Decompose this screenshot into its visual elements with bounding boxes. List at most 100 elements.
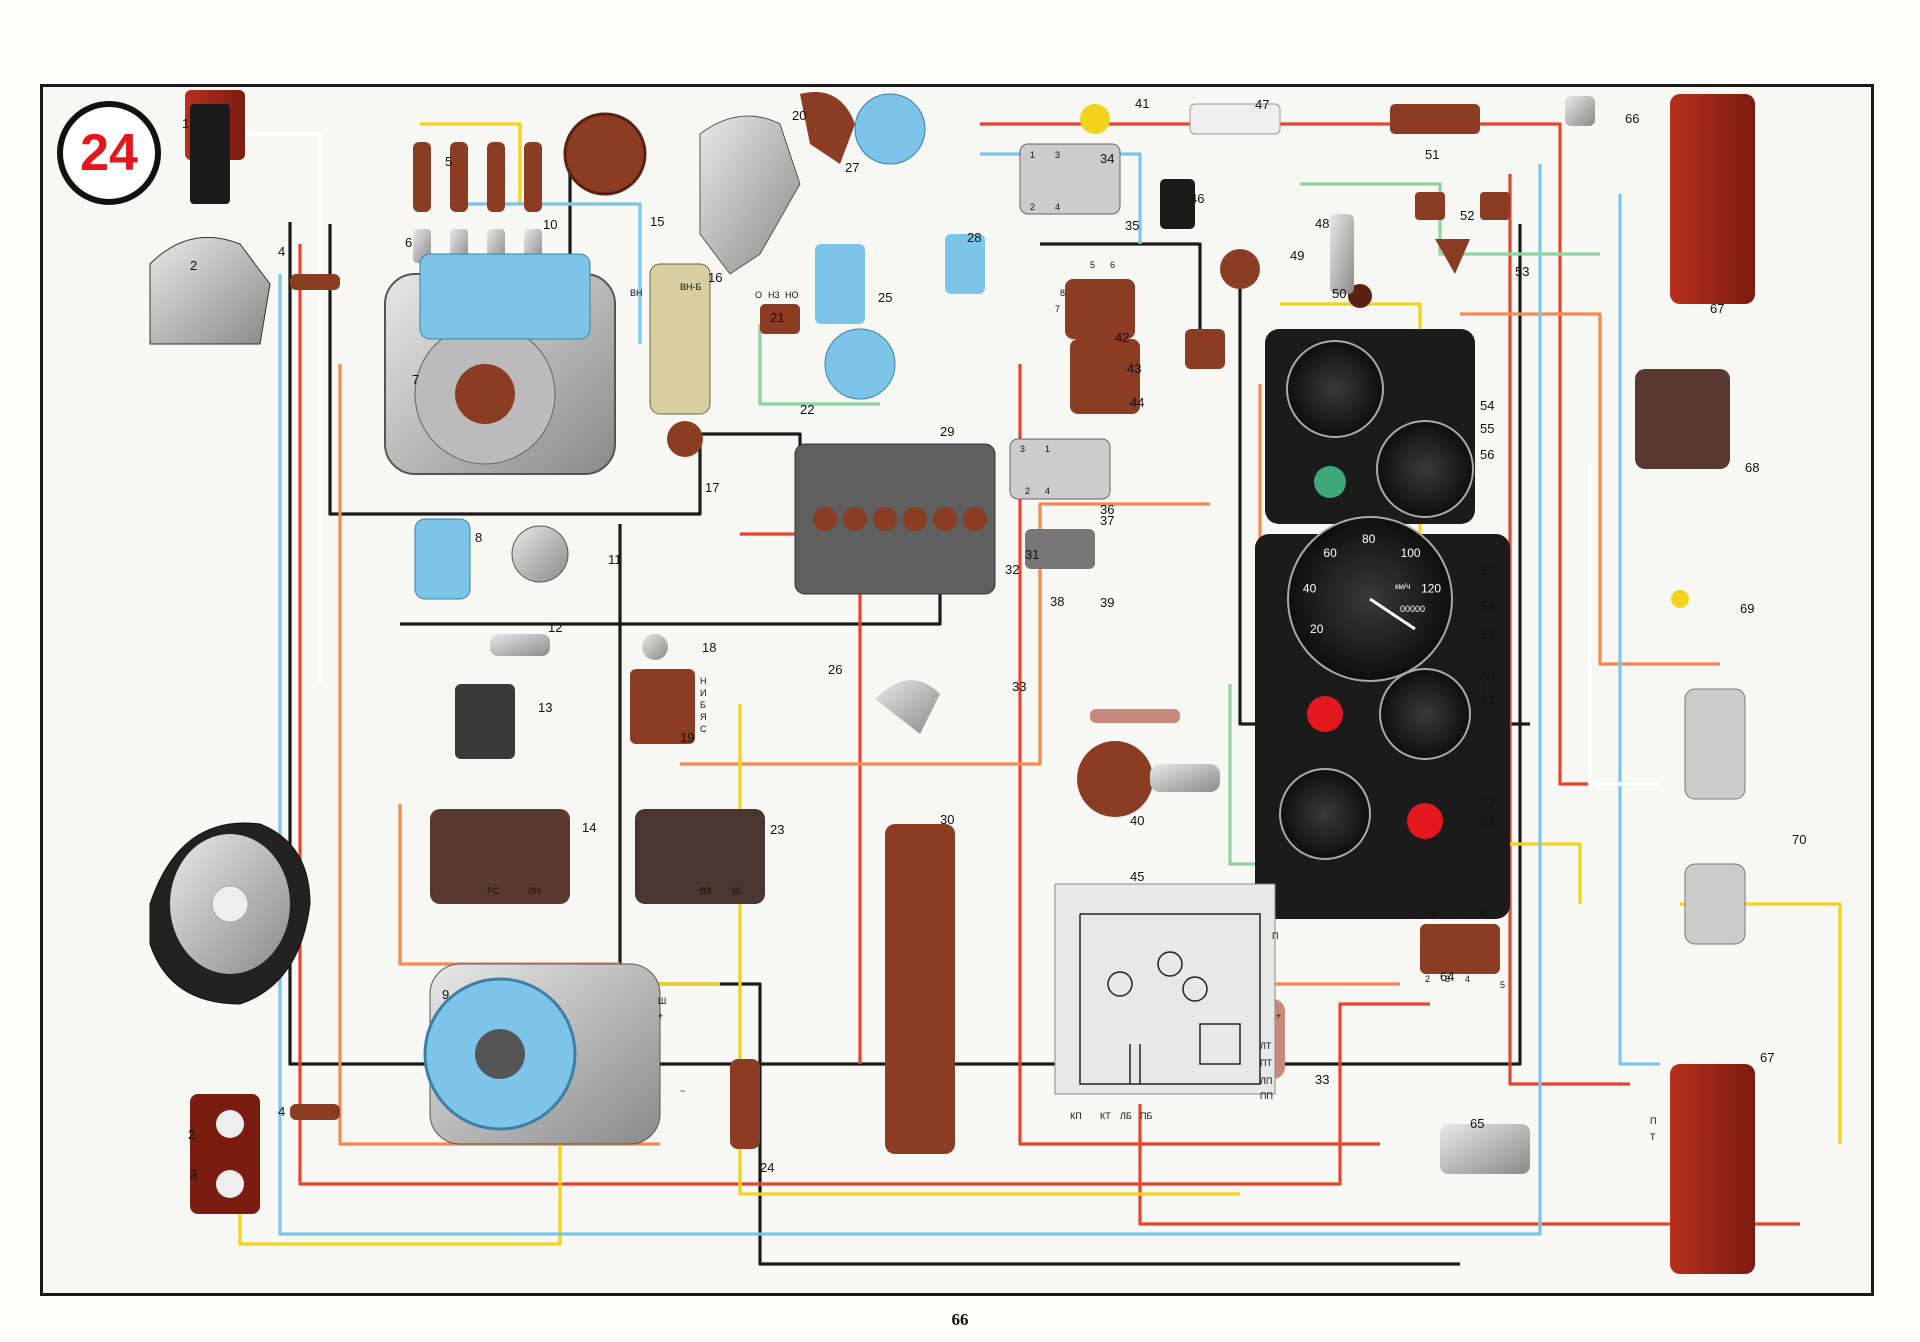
headlamp-bulb — [211, 885, 249, 923]
relay-13 — [455, 684, 515, 759]
warning-lamp-green — [1314, 466, 1346, 498]
callout-7: 7 — [412, 372, 419, 387]
callout-68: 68 — [1745, 460, 1759, 475]
wire-white — [1588, 464, 1660, 786]
callout-37: 37 — [1100, 513, 1114, 528]
terminal-label: Н3 — [768, 290, 780, 300]
speed-mark: 60 — [1323, 546, 1337, 560]
terminal-label: 8 — [1060, 288, 1065, 298]
callout-62: 62 — [1480, 795, 1494, 810]
relay-25 — [815, 244, 865, 324]
motor-27 — [854, 93, 926, 165]
terminal-label: 5 — [1500, 980, 1505, 990]
switch-37 — [1025, 529, 1095, 569]
terminal-label: 2 — [1425, 974, 1430, 984]
wire-blue — [1618, 194, 1660, 1066]
solenoid-10 — [419, 253, 591, 340]
callout-18: 18 — [702, 640, 716, 655]
callout-59: 59 — [1480, 627, 1494, 642]
gauge-54 — [1286, 340, 1384, 438]
terminal-label: Ш — [732, 886, 740, 896]
terminal-label: ПТ — [1260, 1058, 1272, 1068]
terminal-label: 6 — [1430, 908, 1435, 918]
distributor-body — [699, 115, 801, 275]
lamp-70-upper — [1684, 688, 1746, 800]
terminal-label: Н — [700, 676, 707, 686]
callout-38: 38 — [1050, 594, 1064, 609]
terminal-label: ЛП — [1260, 1076, 1272, 1086]
callout-12: 12 — [548, 620, 562, 635]
terminal-label: 2 — [1030, 202, 1035, 212]
callout-45: 45 — [1130, 869, 1144, 884]
terminal-label: Б — [700, 700, 706, 710]
terminal-label: О — [755, 290, 762, 300]
sensor-33 — [1090, 709, 1180, 723]
terminal-label: С — [700, 724, 707, 734]
callout-58: 58 — [1480, 599, 1494, 614]
callout-2: 2 — [190, 258, 197, 273]
speed-mark: 40 — [1303, 582, 1317, 596]
callout-33: 33 — [1012, 679, 1026, 694]
callout-41: 41 — [1135, 96, 1149, 111]
wire-black — [400, 584, 942, 626]
callout-42: 42 — [1115, 330, 1129, 345]
callout-34: 34 — [1100, 151, 1114, 166]
callout-labels: 1234567891011121314151617181920212223242… — [182, 96, 1806, 1182]
wire-red — [1018, 364, 1380, 1146]
callout-67: 67 — [1710, 301, 1724, 316]
switch-35 — [1019, 143, 1121, 215]
speed-unit: км/ч — [1395, 582, 1410, 591]
callout-51: 51 — [1425, 147, 1439, 162]
callout-10: 10 — [543, 217, 557, 232]
heater-20 — [800, 92, 855, 164]
wire-red — [1138, 1104, 1800, 1226]
callout-21: 21 — [770, 310, 784, 325]
callout-9: 9 — [442, 987, 449, 1002]
callout-25: 25 — [878, 290, 892, 305]
callout-24: 24 — [760, 1160, 774, 1175]
lamp-34 — [1080, 104, 1110, 134]
terminal-label: 8 — [1480, 908, 1485, 918]
callout-61: 61 — [1480, 692, 1494, 707]
terminal-label: НО — [785, 290, 799, 300]
connector-4-lower — [290, 1104, 340, 1120]
components — [149, 90, 1755, 1274]
spark-plug-caps-5 — [413, 142, 542, 212]
callout-15: 15 — [650, 214, 664, 229]
terminal-label: 5 — [1090, 260, 1095, 270]
callout-65: 65 — [1470, 1116, 1484, 1131]
terminal-label: ЛН — [528, 886, 540, 896]
switch-64 — [1420, 924, 1500, 974]
schematic-45 — [1054, 883, 1276, 1095]
gauge-56 — [1376, 420, 1474, 518]
ignition-key — [1150, 764, 1220, 792]
sensor-66 — [1565, 96, 1595, 126]
callout-4: 4 — [278, 244, 285, 259]
terminal-label: ЛБ — [1120, 1111, 1132, 1121]
callout-5: 5 — [445, 154, 452, 169]
terminal-label: П — [1650, 1116, 1656, 1126]
switch-52-a — [1415, 192, 1445, 220]
wire-blue — [460, 202, 642, 344]
terminal-label: РС — [487, 886, 500, 896]
terminal-label: И — [700, 688, 706, 698]
speed-mark: 80 — [1362, 532, 1376, 546]
lamp-50 — [1348, 284, 1372, 308]
callout-49: 49 — [1290, 248, 1304, 263]
switch-36 — [1009, 438, 1111, 500]
ignition-coil-16 — [649, 263, 711, 415]
terminal-label: 1 — [1030, 150, 1035, 160]
callout-30: 30 — [940, 812, 954, 827]
switch-42 — [1065, 279, 1135, 339]
callout-26: 26 — [828, 662, 842, 677]
rear-lamp-67-upper — [1670, 94, 1755, 304]
callout-29: 29 — [940, 424, 954, 439]
callout-6: 6 — [405, 235, 412, 250]
wiring-diagram: 1234567891011121314151617181920212223242… — [149, 90, 1842, 1274]
speed-mark: 100 — [1401, 546, 1421, 560]
ignition-switch-40 — [1077, 741, 1153, 817]
terminal-label: + — [1276, 1011, 1281, 1021]
instrument-cluster — [1255, 329, 1510, 919]
relay-28 — [945, 234, 985, 294]
sensor-18 — [642, 634, 668, 660]
